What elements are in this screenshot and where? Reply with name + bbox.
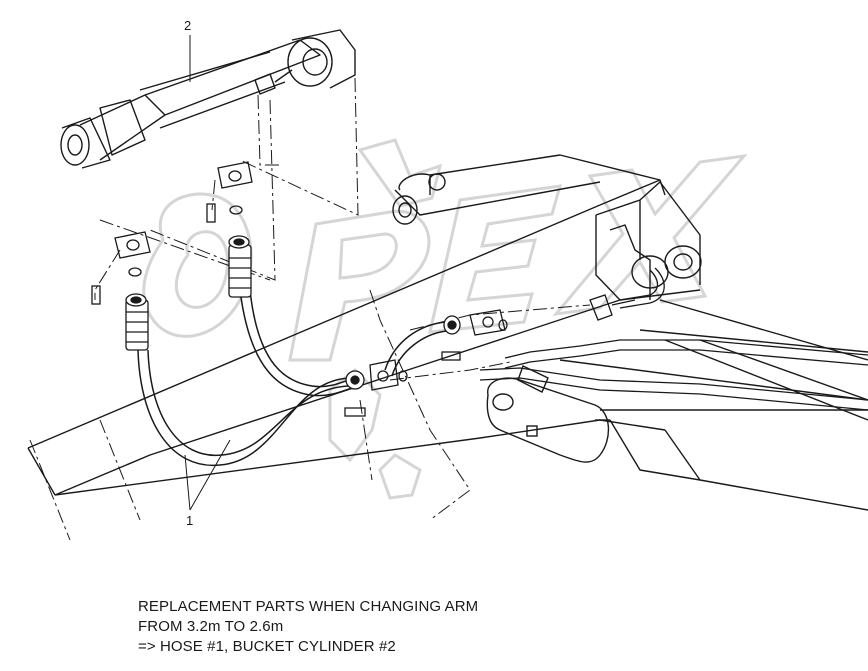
bucket-cylinder — [60, 29, 356, 169]
pipe-lines — [479, 267, 868, 411]
replacement-note-line-3: => HOSE #1, BUCKET CYLINDER #2 — [138, 638, 396, 655]
callout-cylinder-number: 2 — [184, 18, 192, 33]
pivot-bosses — [392, 173, 702, 289]
opex-watermark — [142, 138, 748, 500]
arm-structure — [27, 154, 868, 511]
callout-leaders — [184, 35, 231, 511]
hose-end-fittings — [125, 235, 461, 390]
replacement-note-line-1: REPLACEMENT PARTS WHEN CHANGING ARM — [138, 598, 479, 615]
assembly-leader-lines — [29, 77, 591, 541]
hydraulic-hoses — [137, 289, 447, 466]
replacement-note: REPLACEMENT PARTS WHEN CHANGING ARM FROM… — [138, 597, 478, 657]
bucket-link-plate — [486, 365, 610, 463]
replacement-note-line-2: FROM 3.2m TO 2.6m — [138, 618, 284, 635]
flange-fittings — [91, 161, 636, 417]
callout-hose-number: 1 — [186, 513, 194, 528]
